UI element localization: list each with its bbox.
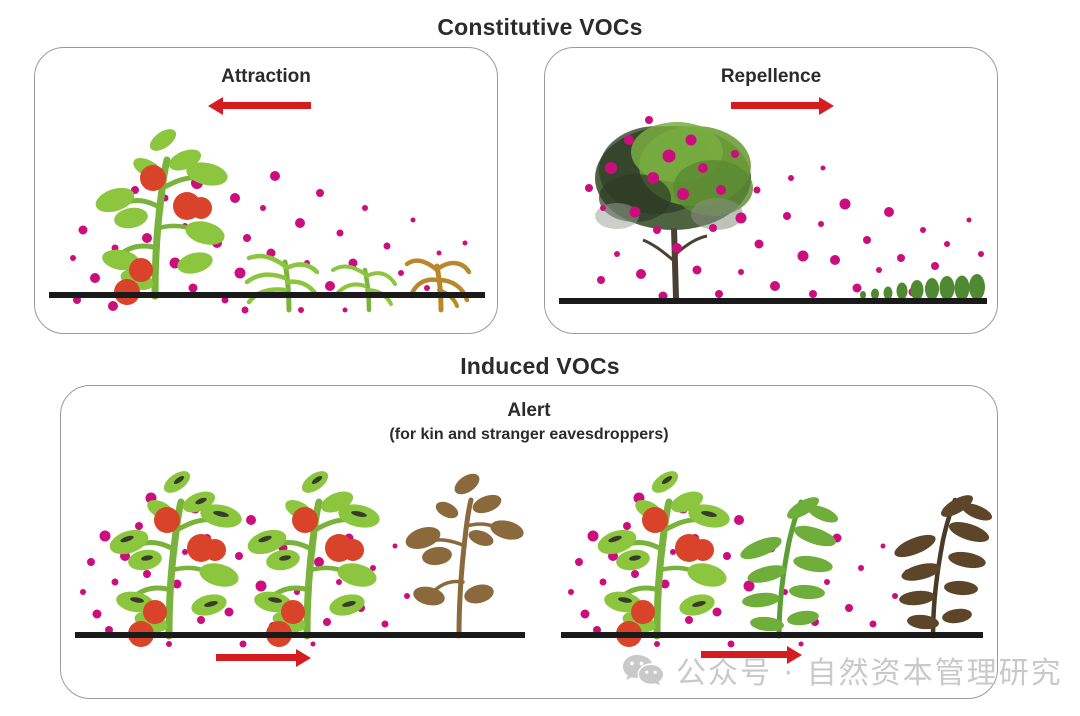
withered-stranger-plant bbox=[894, 495, 993, 639]
watermark-text: 公众号 · 自然资本管理研究 bbox=[676, 656, 1063, 691]
withered-kin-plant bbox=[405, 473, 524, 639]
panel-alert-label: Alert bbox=[507, 400, 551, 421]
herbivore-damage-marks-left-1 bbox=[120, 475, 229, 607]
attraction-scene bbox=[70, 129, 472, 314]
wechat-icon bbox=[623, 655, 663, 686]
ground-line-alert-right bbox=[561, 632, 983, 638]
voc-dot-cloud-alert-right bbox=[568, 492, 910, 648]
alert-right-arrow-right-icon bbox=[701, 651, 789, 658]
damaged-tomato-plant-left-1 bbox=[109, 471, 242, 647]
repellence-scene bbox=[585, 116, 985, 301]
repellence-arrow-right-icon bbox=[731, 102, 821, 109]
grass-receiver-green-2 bbox=[331, 264, 397, 313]
grass-receiver-green-1 bbox=[244, 253, 320, 313]
voc-dot-cloud-attraction bbox=[70, 163, 468, 314]
herbivore-damage-marks-left-2 bbox=[258, 475, 367, 607]
grass-receiver-withered bbox=[404, 258, 472, 313]
ground-line-repellence bbox=[559, 298, 987, 304]
panel-attraction-label: Attraction bbox=[221, 66, 311, 87]
herbivore-damage-marks-right bbox=[608, 475, 717, 607]
section-title-induced: Induced VOCs bbox=[460, 353, 620, 379]
tree-emitter bbox=[595, 122, 753, 298]
ground-line-attraction bbox=[49, 292, 485, 298]
watermark: 公众号 · 自然资本管理研究 bbox=[622, 648, 1063, 692]
stranger-plant-green bbox=[740, 497, 839, 639]
attraction-arrow-left-icon bbox=[221, 102, 311, 109]
ground-line-alert-left bbox=[75, 632, 525, 638]
voc-dot-cloud-repellence bbox=[585, 116, 984, 301]
section-title-constitutive: Constitutive VOCs bbox=[437, 14, 643, 40]
panel-repellence: Repellence bbox=[544, 47, 998, 334]
tomato-plant-emitter bbox=[95, 129, 228, 305]
shrub-row-receivers bbox=[860, 274, 985, 301]
alert-left-arrow-right-icon bbox=[216, 654, 298, 661]
panel-alert-sublabel: (for kin and stranger eavesdroppers) bbox=[389, 426, 669, 443]
panel-attraction: Attraction bbox=[34, 47, 498, 334]
damaged-tomato-plant-right bbox=[597, 471, 730, 647]
voc-dot-cloud-alert-left bbox=[80, 492, 410, 648]
damaged-tomato-plant-left-2 bbox=[247, 471, 380, 647]
panel-repellence-label: Repellence bbox=[720, 66, 822, 87]
